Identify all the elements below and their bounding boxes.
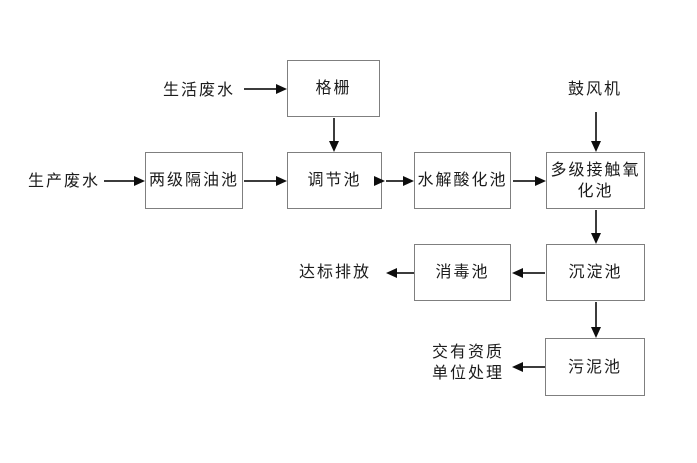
label-production-wastewater: 生产废水 — [28, 173, 101, 190]
label-qualified-unit: 交有资质单位处理 — [432, 344, 505, 382]
arrowhead-left-icon — [512, 268, 523, 278]
arrowhead-down-icon — [591, 327, 601, 338]
label-domestic-wastewater: 生活废水 — [163, 82, 236, 99]
arrowhead-right-icon — [403, 176, 414, 186]
label-blower: 鼓风机 — [568, 81, 623, 98]
arrowhead-right-icon — [276, 84, 287, 94]
arrowhead-left-icon — [512, 362, 523, 372]
node-oil-separation: 两级隔油池 — [145, 152, 243, 209]
node-disinfection: 消毒池 — [414, 244, 511, 301]
node-grille: 格栅 — [287, 60, 380, 117]
label-discharge: 达标排放 — [299, 264, 372, 281]
arrowhead-down-icon — [591, 141, 601, 152]
node-sedimentation: 沉淀池 — [546, 244, 645, 301]
arrowhead-right-icon — [374, 176, 385, 186]
arrowhead-right-icon — [276, 176, 287, 186]
node-oxidation: 多级接触氧化池 — [546, 152, 645, 209]
arrowhead-down-icon — [591, 233, 601, 244]
arrowhead-down-icon — [329, 141, 339, 152]
arrowhead-right-icon — [134, 176, 145, 186]
arrowhead-right-icon — [535, 176, 546, 186]
arrowhead-left-icon — [386, 268, 397, 278]
node-regulating: 调节池 — [287, 152, 382, 209]
node-hydrolysis: 水解酸化池 — [414, 152, 511, 209]
node-sludge: 污泥池 — [545, 338, 645, 396]
